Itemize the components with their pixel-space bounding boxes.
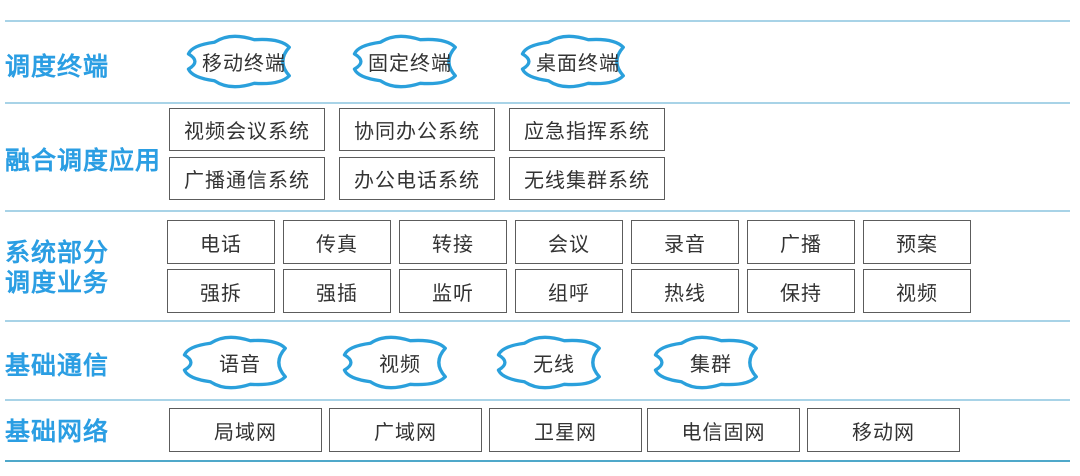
cloud-label: 桌面终端 — [536, 53, 620, 75]
network-box: 广域网 — [329, 408, 482, 452]
app-box: 视频会议系统 — [169, 108, 325, 151]
cloud-label: 无线 — [533, 354, 575, 376]
layer-label-services: 系统部分 调度业务 — [5, 238, 109, 298]
cloud-icon — [352, 34, 457, 89]
layer-label-terminals: 调度终端 — [5, 53, 110, 81]
service-box: 会议 — [515, 220, 623, 264]
network-box: 电信固网 — [647, 408, 800, 452]
service-box: 强拆 — [167, 269, 275, 313]
cloud-icon — [520, 34, 625, 89]
network-box: 局域网 — [169, 408, 322, 452]
cloud-shape: 移动终端 — [174, 31, 314, 92]
app-box: 应急指挥系统 — [509, 108, 665, 151]
cloud-label: 固定终端 — [368, 53, 452, 75]
service-box: 热线 — [631, 269, 739, 313]
divider-line — [5, 320, 1070, 322]
cloud-icon — [186, 34, 291, 89]
cloud-shape: 视频 — [330, 332, 470, 393]
service-box: 监听 — [399, 269, 507, 313]
cloud-icon — [182, 335, 287, 390]
layer-label-line: 调度业务 — [5, 269, 110, 297]
service-box: 保持 — [747, 269, 855, 313]
network-box: 卫星网 — [489, 408, 642, 452]
divider-line-bottom — [5, 460, 1070, 462]
layer-label-comms: 基础通信 — [5, 352, 110, 380]
divider-line — [5, 399, 1070, 401]
cloud-icon — [496, 335, 601, 390]
layer-label-apps: 融合调度应用 — [5, 147, 162, 175]
cloud-shape: 集群 — [641, 332, 781, 393]
divider-line — [5, 210, 1070, 212]
cloud-icon — [653, 335, 758, 390]
cloud-label: 集群 — [690, 354, 732, 376]
divider-line — [5, 102, 1070, 104]
cloud-label: 移动终端 — [202, 53, 286, 75]
service-box: 电话 — [167, 220, 275, 264]
cloud-icon — [342, 335, 447, 390]
app-box: 广播通信系统 — [169, 157, 325, 200]
divider-line — [5, 20, 1070, 22]
layer-label-line: 系统部分 — [5, 239, 110, 267]
cloud-label: 语音 — [219, 354, 261, 376]
app-box: 无线集群系统 — [509, 157, 665, 200]
cloud-shape: 桌面终端 — [508, 31, 648, 92]
service-box: 转接 — [399, 220, 507, 264]
service-box: 视频 — [863, 269, 971, 313]
service-box: 组呼 — [515, 269, 623, 313]
service-box: 强插 — [283, 269, 391, 313]
service-box: 录音 — [631, 220, 739, 264]
app-box: 协同办公系统 — [339, 108, 495, 151]
cloud-label: 视频 — [379, 354, 421, 376]
network-box: 移动网 — [807, 408, 960, 452]
app-box: 办公电话系统 — [339, 157, 495, 200]
layer-label-networks: 基础网络 — [5, 418, 110, 446]
cloud-shape: 固定终端 — [340, 31, 480, 92]
service-box: 广播 — [747, 220, 855, 264]
cloud-shape: 语音 — [170, 332, 310, 393]
cloud-shape: 无线 — [484, 332, 624, 393]
service-box: 传真 — [283, 220, 391, 264]
service-box: 预案 — [863, 220, 971, 264]
